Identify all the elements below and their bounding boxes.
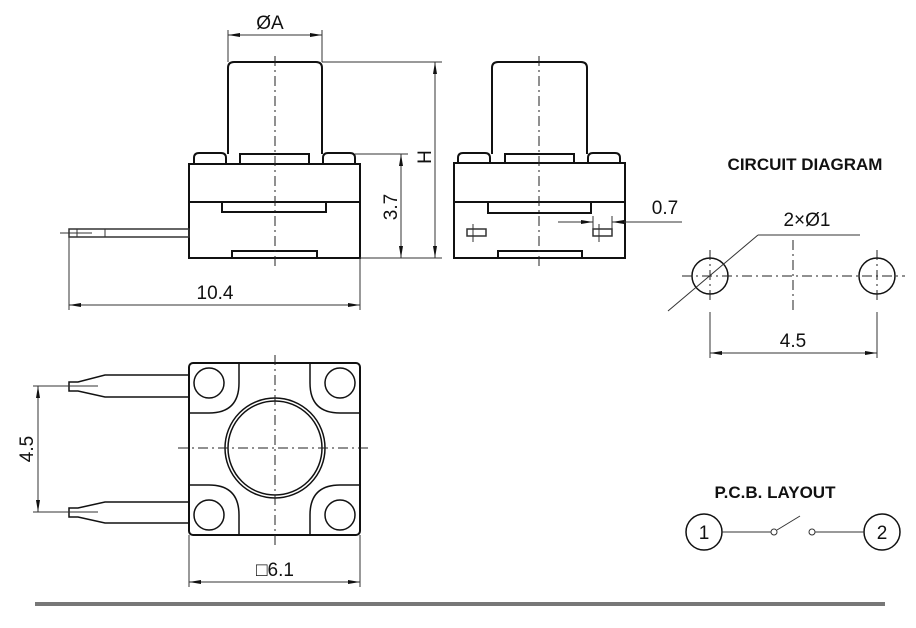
dim-lead-width: 0.7 (652, 198, 678, 219)
pcb-layout-title: P.C.B. LAYOUT (715, 483, 837, 502)
dim-body-square: □6.1 (256, 560, 294, 581)
dim-total-height: H (415, 150, 436, 164)
side-view: 0.7 (453, 56, 682, 266)
circuit-diagram-title: CIRCUIT DIAGRAM (728, 155, 883, 174)
dim-body-height: 3.7 (381, 194, 402, 220)
circuit-diagram: CIRCUIT DIAGRAM 2×Ø1 4.5 (667, 155, 905, 358)
dim-pin-pitch: 4.5 (17, 436, 38, 462)
dim-hole-diameter: 2×Ø1 (783, 210, 830, 231)
pin-1-label: 1 (699, 523, 710, 544)
footer-bar (35, 602, 885, 606)
pcb-layout: P.C.B. LAYOUT 1 2 (685, 483, 901, 551)
pin-2-label: 2 (877, 523, 888, 544)
bottom-view: 4.5 □6.1 (17, 355, 372, 587)
dim-length: 10.4 (197, 283, 234, 304)
dim-hole-spacing: 4.5 (780, 331, 806, 352)
front-view: ØA H 3.7 10.4 (60, 13, 442, 310)
dim-plunger-diameter: ØA (256, 13, 284, 34)
